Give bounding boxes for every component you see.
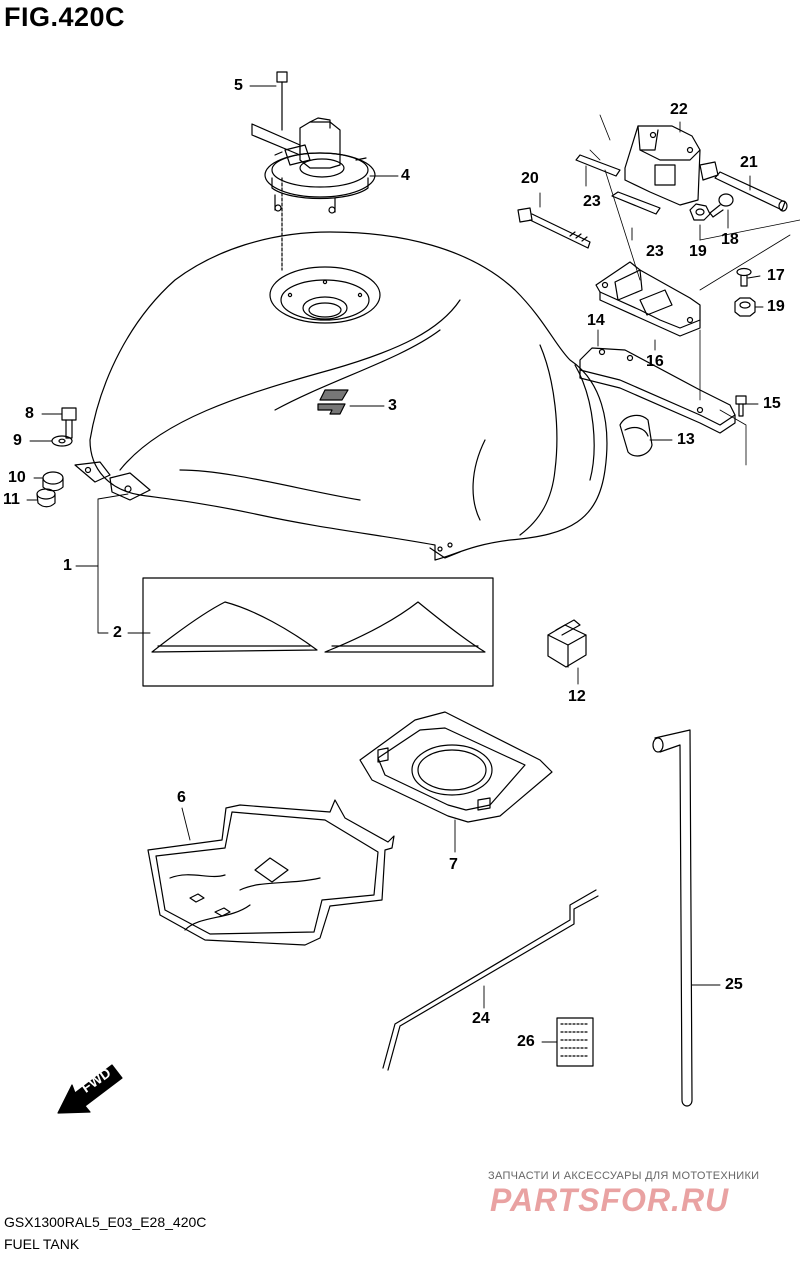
- callout-14: 14: [587, 312, 605, 329]
- watermark-tagline: ЗАПЧАСТИ И АКСЕССУАРЫ ДЛЯ МОТОТЕХНИКИ: [488, 1170, 760, 1182]
- bolt-part: [61, 407, 77, 439]
- rubber-part-23: [575, 154, 661, 215]
- callout-21: 21: [740, 154, 758, 171]
- fuel-tank-body: [74, 231, 608, 561]
- knee-pad-right: [324, 601, 486, 653]
- knee-pad-left: [151, 601, 318, 653]
- bolt-part-20: [517, 207, 591, 249]
- callout-19b: 19: [767, 298, 785, 315]
- callout-20: 20: [521, 170, 539, 187]
- hose-part-25: [652, 729, 693, 1107]
- callout-26: 26: [517, 1033, 535, 1050]
- callout-1: 1: [63, 557, 72, 574]
- pad-set-box: [142, 577, 494, 687]
- fuel-cap-part: [251, 117, 376, 214]
- figure-name: FUEL TANK: [4, 1236, 80, 1252]
- pin-part-21: [714, 171, 788, 212]
- cushion-part: [42, 471, 64, 492]
- collar-part: [36, 488, 56, 508]
- callout-19a: 19: [689, 243, 707, 260]
- callout-3: 3: [388, 397, 397, 414]
- bolt-part-15: [735, 395, 747, 417]
- nut-part-19-left: [689, 203, 711, 221]
- callout-2: 2: [113, 624, 122, 641]
- bolt-part-18: [709, 193, 734, 218]
- bracket-part-16: [595, 261, 701, 337]
- callout-6: 6: [177, 789, 186, 806]
- hose-part-24: [382, 889, 599, 1071]
- callout-5: 5: [234, 77, 243, 94]
- figure-title: FIG.420C: [4, 2, 126, 32]
- callout-4: 4: [401, 167, 410, 184]
- callout-22: 22: [670, 101, 688, 118]
- washer-part: [51, 435, 73, 447]
- holder-part-12: [547, 619, 587, 668]
- callout-8: 8: [25, 405, 34, 422]
- callout-9: 9: [13, 432, 22, 449]
- bracket-part-14: [579, 347, 736, 434]
- callout-15: 15: [763, 395, 781, 412]
- bolt-part-17: [736, 267, 752, 287]
- emblem-part: [317, 389, 349, 415]
- screw-part: [276, 71, 288, 271]
- hinge-part-22: [624, 125, 719, 206]
- callout-25: 25: [725, 976, 743, 993]
- callout-23b: 23: [646, 243, 664, 260]
- label-sheet-part-26: [556, 1017, 594, 1067]
- callout-11: 11: [3, 491, 20, 508]
- callout-7: 7: [449, 856, 458, 873]
- callout-23a: 23: [583, 193, 601, 210]
- callout-24: 24: [472, 1010, 490, 1027]
- nut-part-19-right: [734, 297, 756, 317]
- figure-code: GSX1300RAL5_E03_E28_420C: [4, 1214, 207, 1230]
- callout-17: 17: [767, 267, 785, 284]
- shield-part-6: [147, 799, 395, 946]
- cushion-part-13: [619, 414, 653, 457]
- callout-13: 13: [677, 431, 695, 448]
- callout-12: 12: [568, 688, 586, 705]
- callout-10: 10: [8, 469, 26, 486]
- callout-16: 16: [646, 353, 664, 370]
- plate-part-7: [359, 711, 553, 823]
- fwd-arrow-icon: [57, 1064, 123, 1114]
- watermark-logo: PARTSFOR.RU: [490, 1182, 730, 1218]
- callout-18: 18: [721, 231, 739, 248]
